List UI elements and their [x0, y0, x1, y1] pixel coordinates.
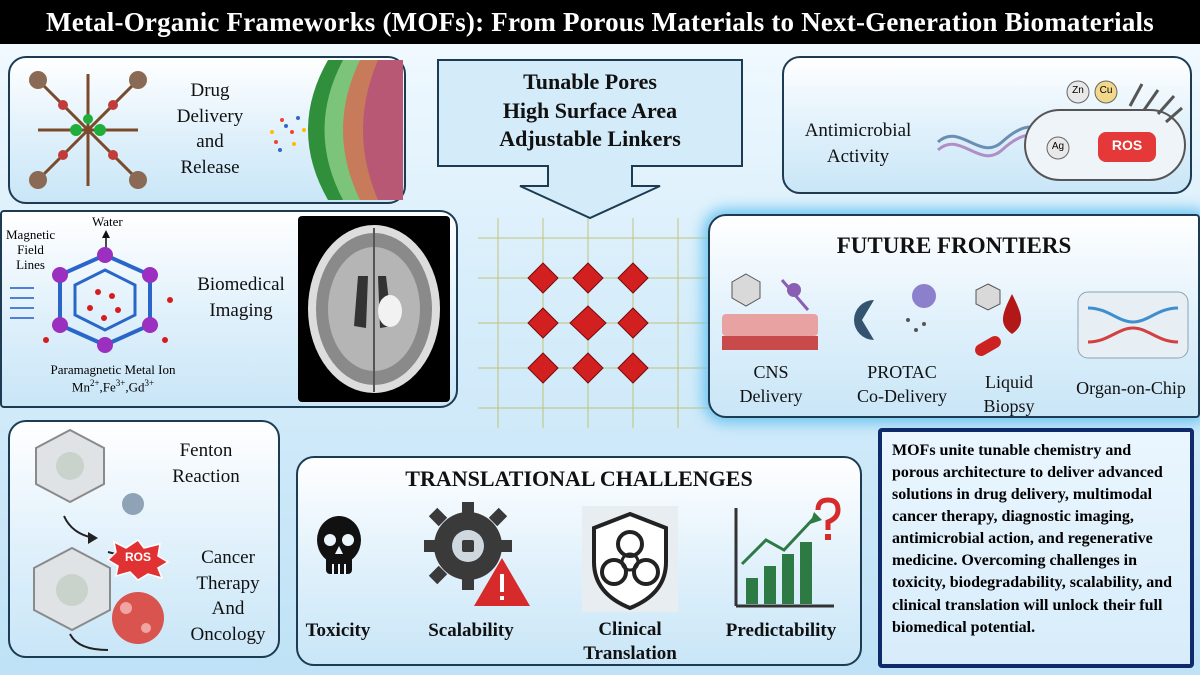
clinical-line1: Clinical — [598, 619, 662, 640]
drug-delivery-line1: Drug — [190, 80, 230, 101]
cancer-ros-label: ROS — [124, 550, 151, 564]
biohazard-shield-icon — [582, 506, 678, 612]
challenge-clinical-translation: Clinical Translation — [568, 618, 692, 666]
antimicrobial-line1: Antimicrobial — [804, 120, 912, 141]
liquid-biopsy-icon — [975, 283, 1022, 356]
paramagnetic-mof-icon — [10, 230, 173, 353]
gd-charge: 3+ — [144, 377, 155, 388]
page-title: Metal-Organic Frameworks (MOFs): From Po… — [0, 0, 1200, 44]
summary-text: MOFs unite tunable chemistry and porous … — [892, 442, 1173, 636]
imaging-line2: Imaging — [209, 299, 273, 321]
drug-delivery-line4: Release — [180, 156, 240, 178]
gd-ion: Gd — [128, 378, 145, 394]
cns-line1: CNS — [753, 362, 789, 382]
water-label: Water — [92, 214, 123, 229]
future-item-protac: PROTAC Co-Delivery — [840, 360, 964, 409]
antimicrobial-line2: Activity — [826, 145, 890, 167]
cns-icon — [722, 273, 818, 350]
cu-ion-label: Cu — [1099, 85, 1113, 96]
cancer-line4: Oncology — [190, 623, 266, 645]
skull-icon — [317, 516, 361, 574]
mof-structure-icon — [29, 71, 147, 189]
future-heading: FUTURE FRONTIERS — [836, 233, 1072, 258]
cancer-label: Cancer Therapy And Oncology — [176, 545, 280, 648]
organ-on-chip-icon — [1077, 291, 1189, 359]
bar-chart-question-icon — [734, 497, 841, 608]
cancer-line1: Cancer — [201, 547, 255, 568]
organ-chip-line1: Organ-on-Chip — [1076, 378, 1186, 398]
antimicrobial-label: Antimicrobial Activity — [788, 118, 928, 169]
fenton-line2: Reaction — [172, 465, 240, 487]
challenge-scalability: Scalability — [428, 620, 514, 641]
biopsy-line1: Liquid — [985, 372, 1033, 392]
summary-box: MOFs unite tunable chemistry and porous … — [878, 428, 1194, 668]
fenton-label: Fenton Reaction — [158, 438, 254, 489]
property-adjustable-linkers: Adjustable Linkers — [499, 126, 681, 152]
gear-warning-icon — [424, 502, 530, 606]
future-item-organ-chip: Organ-on-Chip — [1064, 376, 1198, 400]
metal-ion-list: Mn2+,Fe3+,Gd3+ — [71, 377, 155, 394]
antimicrobial-ros-label: ROS — [1111, 137, 1143, 153]
challenge-toxicity: Toxicity — [305, 620, 371, 641]
ros-burst-icon — [106, 538, 170, 581]
property-surface-area: High Surface Area — [502, 97, 678, 123]
field-line2: Field — [17, 241, 44, 257]
challenges-heading: TRANSLATIONAL CHALLENGES — [405, 466, 753, 491]
field-line3: Lines — [16, 256, 45, 272]
cancer-line3: And — [211, 598, 245, 620]
protac-line2: Co-Delivery — [857, 386, 947, 407]
mn-ion: Mn — [71, 378, 90, 394]
cell-membrane-icon — [270, 60, 403, 200]
cancer-therapy-icons — [33, 428, 164, 651]
challenges-panel — [296, 456, 862, 666]
fe-ion: Fe — [102, 378, 116, 394]
property-tunable-pores: Tunable Pores — [523, 69, 657, 94]
ag-ion-label: Ag — [1051, 141, 1065, 152]
future-item-cns: CNS Delivery — [718, 360, 824, 409]
fenton-line1: Fenton — [179, 440, 233, 461]
mof-crystal-image — [478, 218, 718, 428]
properties-callout — [437, 59, 743, 220]
imaging-label: Biomedical Imaging — [184, 272, 298, 323]
drug-delivery-label: Drug Delivery and Release — [160, 78, 260, 181]
clinical-line2: Translation — [583, 642, 677, 664]
metal-ion-title: Paramagnetic Metal Ion — [50, 362, 176, 377]
zn-ion-label: Zn — [1072, 85, 1084, 96]
protac-line1: PROTAC — [867, 362, 937, 382]
bacteria-icon — [936, 80, 1186, 181]
mri-brain-image — [298, 216, 450, 402]
future-item-biopsy: Liquid Biopsy — [964, 370, 1054, 419]
fe-charge: 3+ — [115, 377, 126, 388]
challenge-predictability: Predictability — [725, 620, 837, 641]
mn-charge: 2+ — [89, 377, 100, 388]
properties-text: Tunable Pores High Surface Area Adjustab… — [446, 68, 734, 154]
cancer-line2: Therapy — [196, 572, 260, 594]
metal-ion-label: Paramagnetic Metal Ion Mn2+,Fe3+,Gd3+ — [28, 362, 198, 395]
magnetic-field-label: Magnetic Field Lines — [6, 227, 56, 273]
biopsy-line2: Biopsy — [983, 396, 1035, 417]
drug-delivery-line2: Delivery — [176, 105, 244, 127]
field-line1: Magnetic — [6, 227, 56, 242]
drug-delivery-line3: and — [196, 131, 224, 153]
protac-icon — [854, 284, 936, 340]
imaging-line1: Biomedical — [197, 274, 285, 295]
cns-line2: Delivery — [739, 386, 803, 407]
